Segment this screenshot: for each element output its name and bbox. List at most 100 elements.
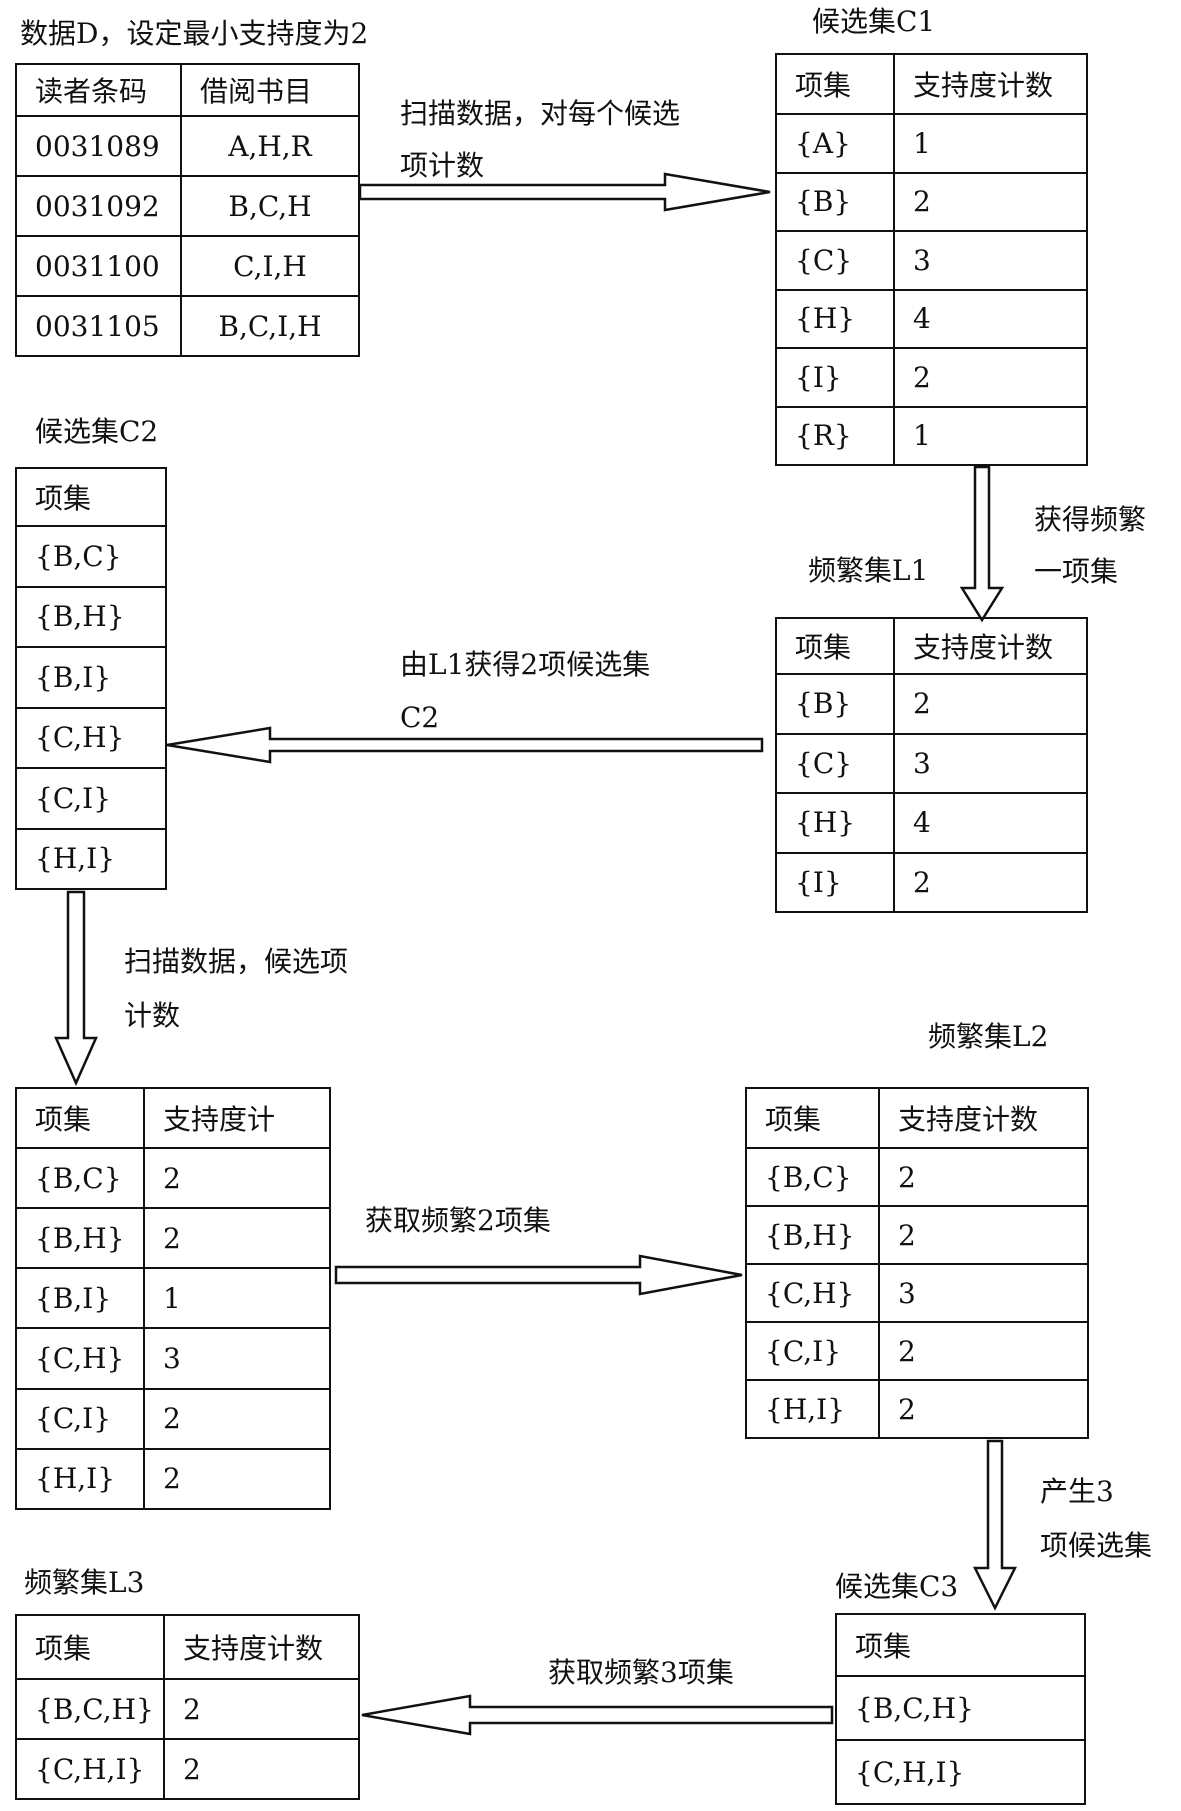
table-row: {B,C}2 bbox=[15, 1146, 331, 1210]
itemset-cell: {C,H,I} bbox=[15, 1738, 165, 1800]
itemset-cell: {B,H} bbox=[15, 585, 167, 648]
arrow-label-make-c3-line1: 产生3 bbox=[1040, 1475, 1114, 1508]
table-row: {C,I}2 bbox=[15, 1387, 331, 1450]
arrow-label-get-l1-line2: 一项集 bbox=[1034, 555, 1119, 588]
arrow-label-make-c3-line2: 项候选集 bbox=[1040, 1529, 1153, 1562]
table-row: {H,I}2 bbox=[15, 1447, 331, 1511]
reader-id-cell: 0031092 bbox=[15, 175, 182, 237]
table-row: {B,I}1 bbox=[15, 1267, 331, 1330]
count-cell: 2 bbox=[143, 1387, 331, 1450]
table-header-row: 项集 支持度计数 bbox=[15, 1614, 360, 1680]
arrow-right-get-l2 bbox=[334, 1254, 743, 1296]
table-row: {C,H,I} bbox=[835, 1739, 1086, 1805]
data-table: 读者条码 借阅书目 0031089 A,H,R 0031092 B,C,H 00… bbox=[15, 63, 360, 357]
arrow-label-scan-line2: 项计数 bbox=[400, 149, 485, 182]
count-cell: 2 bbox=[893, 347, 1088, 408]
arrow-left-get-l3 bbox=[361, 1694, 834, 1736]
arrow-down-make-c3 bbox=[972, 1439, 1018, 1611]
count-cell: 2 bbox=[143, 1207, 331, 1270]
table-row: {H,I}2 bbox=[745, 1379, 1089, 1439]
itemset-cell: {B,C} bbox=[15, 1146, 145, 1210]
itemset-cell: {B} bbox=[775, 673, 895, 735]
table-row: {C,H} bbox=[15, 706, 167, 769]
count-cell: 2 bbox=[163, 1738, 360, 1800]
l2-table: 项集 支持度计数 {B,C}2 {B,H}2 {C,H}3 {C,I}2 {H,… bbox=[745, 1087, 1089, 1439]
arrow-label-scan-line1: 扫描数据，对每个候选 bbox=[400, 97, 681, 130]
count-cell: 4 bbox=[893, 288, 1088, 349]
c3-table: 项集 {B,C,H} {C,H,I} bbox=[835, 1613, 1086, 1805]
table-row: {B,I} bbox=[15, 646, 167, 709]
arrow-down-get-l1 bbox=[959, 465, 1005, 623]
c2-table: 项集 {B,C} {B,H} {B,I} {C,H} {C,I} {H,I} bbox=[15, 467, 167, 890]
count-cell: 1 bbox=[893, 405, 1088, 466]
table-header-row: 项集 bbox=[15, 467, 167, 527]
c1-title: 候选集C1 bbox=[812, 5, 936, 38]
table-row: 0031100 C,I,H bbox=[15, 235, 360, 297]
itemset-cell: {A} bbox=[775, 113, 895, 174]
arrow-label-make-c2-line1: 由L1获得2项候选集 bbox=[400, 648, 651, 681]
table-header-row: 项集 bbox=[835, 1613, 1086, 1677]
table-row: {B,C} bbox=[15, 525, 167, 588]
table-row: {I}2 bbox=[775, 347, 1088, 408]
table-row: {R}1 bbox=[775, 405, 1088, 466]
count-cell: 1 bbox=[893, 113, 1088, 174]
header-cell: 项集 bbox=[15, 467, 167, 527]
reader-id-cell: 0031100 bbox=[15, 235, 182, 297]
header-cell: 支持度计数 bbox=[163, 1614, 360, 1680]
itemset-cell: {C,H} bbox=[15, 706, 167, 769]
arrow-label-scan-count-line1: 扫描数据，候选项 bbox=[124, 945, 349, 978]
itemset-cell: {C,H} bbox=[15, 1327, 145, 1390]
count-cell: 2 bbox=[878, 1321, 1089, 1381]
itemset-cell: {B,H} bbox=[745, 1205, 880, 1265]
itemset-cell: {B,I} bbox=[15, 1267, 145, 1330]
table-row: {B,C,H} bbox=[835, 1675, 1086, 1741]
arrow-label-get-l3: 获取频繁3项集 bbox=[548, 1656, 734, 1689]
table-row: {H,I} bbox=[15, 827, 167, 890]
itemset-cell: {C} bbox=[775, 230, 895, 291]
count-cell: 3 bbox=[143, 1327, 331, 1390]
count-cell: 2 bbox=[143, 1447, 331, 1511]
itemset-cell: {H,I} bbox=[745, 1379, 880, 1439]
table-row: {C,H}3 bbox=[15, 1327, 331, 1390]
l3-table: 项集 支持度计数 {B,C,H}2 {C,H,I}2 bbox=[15, 1614, 360, 1800]
itemset-cell: {C,I} bbox=[15, 767, 167, 830]
table-row: {A}1 bbox=[775, 113, 1088, 174]
table-row: {I}2 bbox=[775, 851, 1088, 913]
itemset-cell: {C,H} bbox=[745, 1263, 880, 1323]
c3-title: 候选集C3 bbox=[835, 1570, 959, 1603]
count-cell: 2 bbox=[878, 1379, 1089, 1439]
count-cell: 2 bbox=[893, 171, 1088, 232]
books-cell: A,H,R bbox=[180, 115, 360, 177]
itemset-cell: {B,C,H} bbox=[835, 1675, 1086, 1741]
header-cell: 项集 bbox=[775, 617, 895, 675]
arrow-left-make-c2 bbox=[166, 726, 764, 764]
count-cell: 2 bbox=[878, 1205, 1089, 1265]
table-row: {B}2 bbox=[775, 171, 1088, 232]
reader-id-cell: 0031089 bbox=[15, 115, 182, 177]
count-cell: 2 bbox=[143, 1146, 331, 1210]
count-cell: 2 bbox=[878, 1147, 1089, 1207]
header-cell: 项集 bbox=[745, 1087, 880, 1149]
itemset-cell: {B,I} bbox=[15, 646, 167, 709]
itemset-cell: {B,C} bbox=[15, 525, 167, 588]
l3-title: 频繁集L3 bbox=[24, 1566, 145, 1599]
reader-id-cell: 0031105 bbox=[15, 295, 182, 357]
table-row: {B,C,H}2 bbox=[15, 1678, 360, 1740]
table-row: {C}3 bbox=[775, 230, 1088, 291]
header-cell: 项集 bbox=[15, 1614, 165, 1680]
itemset-cell: {C,I} bbox=[745, 1321, 880, 1381]
header-cell: 支持度计数 bbox=[893, 617, 1088, 675]
books-cell: B,C,H bbox=[180, 175, 360, 237]
table-row: {C,H,I}2 bbox=[15, 1738, 360, 1800]
itemset-cell: {B} bbox=[775, 171, 895, 232]
arrow-down-scan-count bbox=[54, 890, 98, 1087]
table-row: {C,I} bbox=[15, 767, 167, 830]
count-cell: 4 bbox=[893, 792, 1088, 854]
table-header-row: 读者条码 借阅书目 bbox=[15, 63, 360, 117]
arrow-label-scan-count-line2: 计数 bbox=[124, 999, 181, 1032]
count-cell: 3 bbox=[893, 732, 1088, 794]
arrow-label-make-c2-line2: C2 bbox=[400, 701, 440, 734]
itemset-cell: {B,C,H} bbox=[15, 1678, 165, 1740]
count-cell: 2 bbox=[893, 673, 1088, 735]
count-cell: 1 bbox=[143, 1267, 331, 1330]
